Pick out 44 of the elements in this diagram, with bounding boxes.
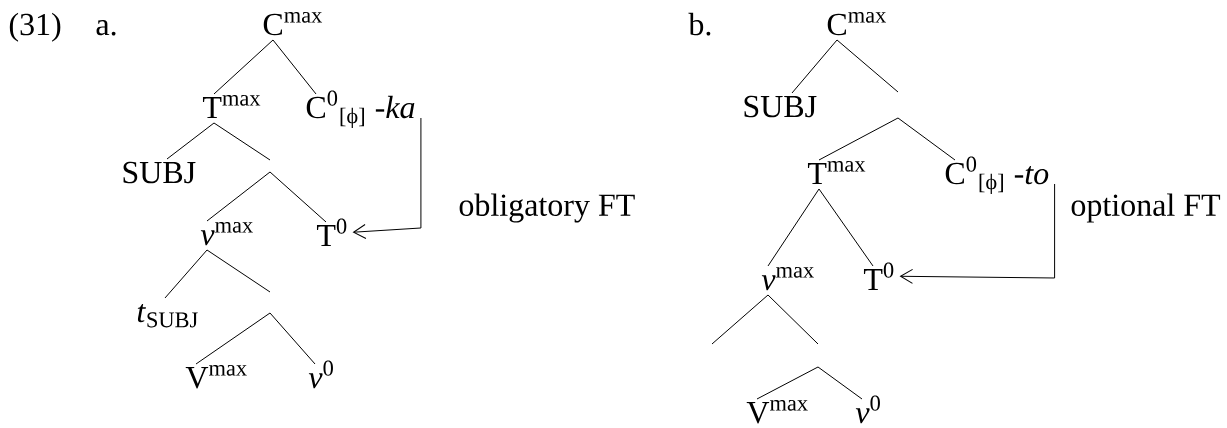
tree-label: T$^{max}$ [807, 160, 866, 184]
movement-arrow [900, 183, 1056, 284]
tree-branch [897, 117, 956, 161]
tree-branch [756, 366, 819, 400]
tree-branch [711, 294, 769, 345]
example-number: (31) [9, 12, 61, 42]
tree-label: t$_{SUBJ}$ [137, 304, 198, 328]
tree-label: V$^{max}$ [746, 399, 808, 424]
tree-branch [164, 249, 208, 299]
tree-branch [269, 312, 316, 365]
tree-label: C$^{0}$$_{[ϕ]}$ -to [945, 156, 1049, 194]
tree-label: v$^{0}$ [308, 360, 333, 389]
tree-branch [836, 39, 899, 93]
tree-branch [213, 122, 271, 161]
tree-branch [269, 171, 327, 223]
tree-label: SUBJ [123, 161, 196, 184]
tree-label: C$^{max}$ [263, 11, 323, 36]
tree-branch [791, 39, 838, 94]
tree-label: T$^{0}$ [863, 262, 894, 290]
tree-label: C$^{max}$ [827, 11, 887, 36]
subexample-letter: a. [96, 20, 116, 36]
tree-branch [206, 249, 271, 293]
tree-branch [213, 39, 274, 95]
tree-branch [166, 122, 215, 160]
tree-branch [272, 39, 317, 95]
tree-label: V$^{max}$ [185, 364, 247, 389]
subexample-letter: b. [688, 12, 711, 36]
tree-branch [206, 171, 271, 222]
tree-branch [818, 117, 899, 161]
tree-branch [818, 188, 874, 267]
tree-branch [195, 312, 271, 365]
tree-label: v$^{max}$ [761, 266, 814, 291]
edge-label: optional FT [1071, 193, 1221, 223]
movement-arrow [353, 117, 422, 239]
tree-label: SUBJ [744, 95, 817, 118]
tree-label: T$^{0}$ [317, 218, 347, 246]
tree-label: v$^{max}$ [200, 221, 253, 246]
tree-branch [767, 294, 819, 345]
tree-branch [767, 188, 820, 267]
tree-label: T$^{max}$ [203, 94, 261, 118]
edge-label: obligatory FT [459, 193, 635, 223]
tree-label: v$^{0}$ [855, 395, 880, 424]
tree-branch [817, 366, 863, 400]
tree-label: C$^{0}$$_{[ϕ]}$ -ka [306, 90, 415, 128]
